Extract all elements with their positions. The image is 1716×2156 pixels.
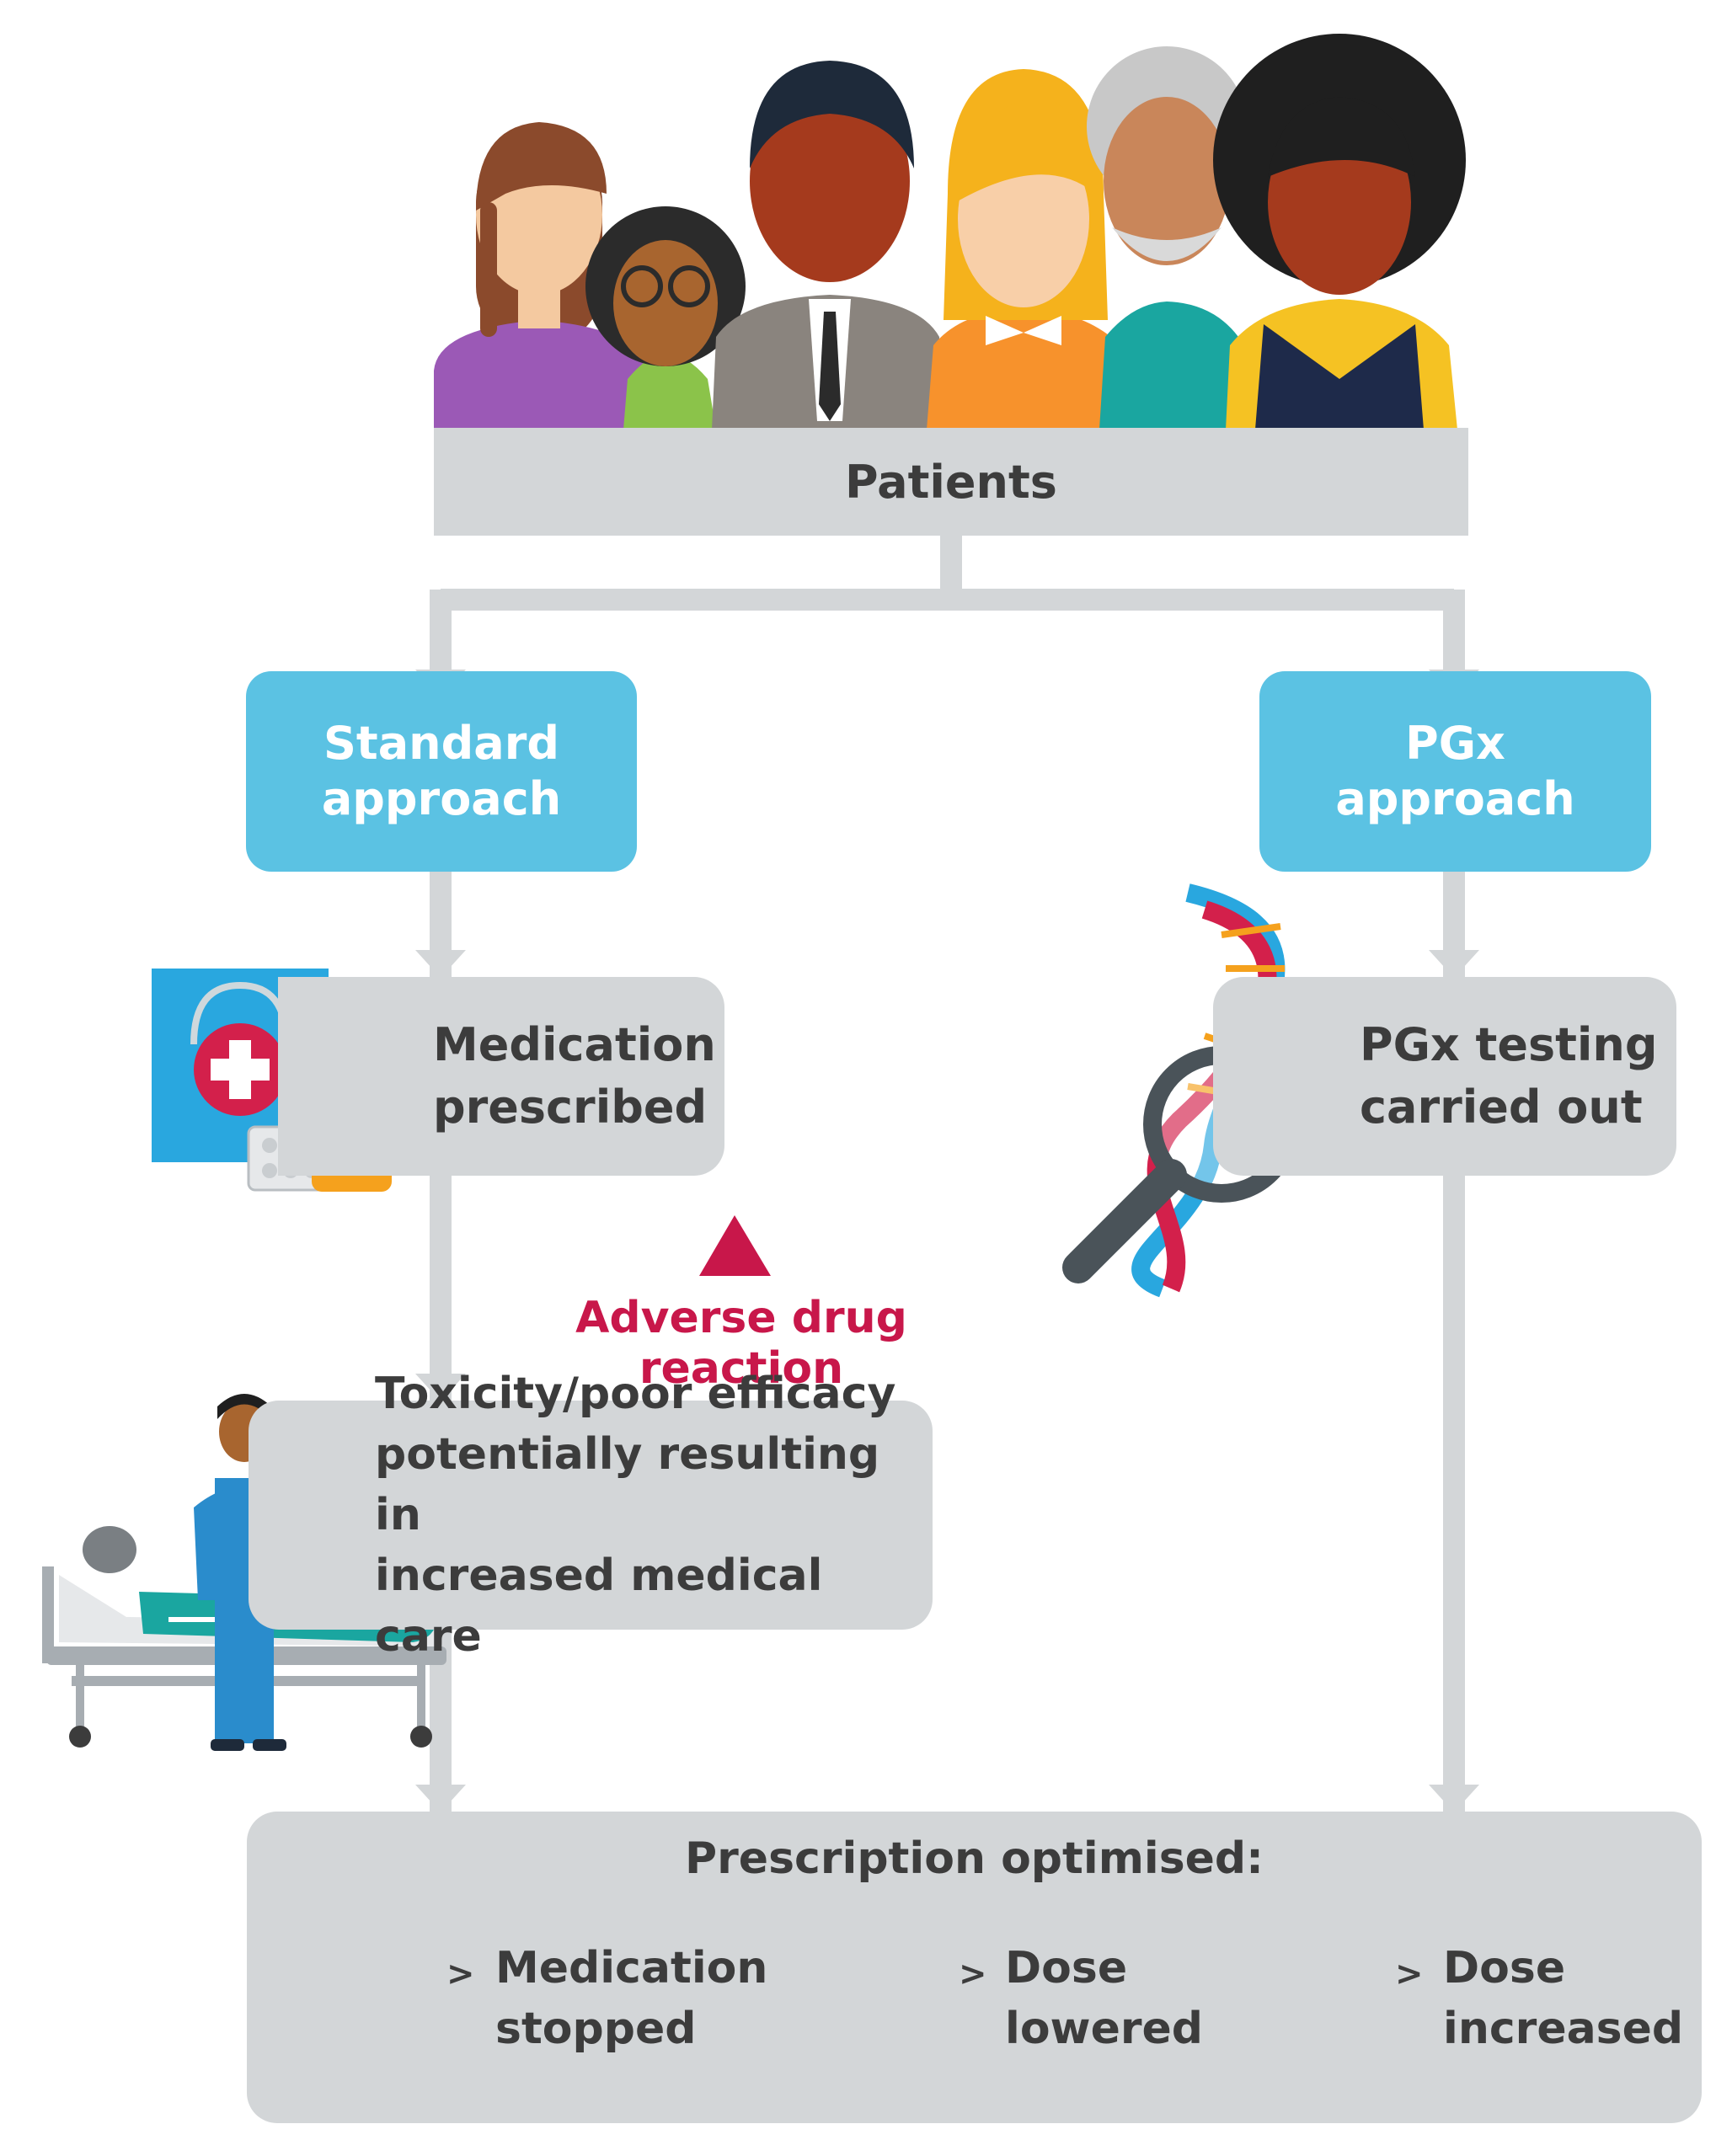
pgx-approach-line-2: approach bbox=[1335, 772, 1575, 825]
outcome-increased-line-1: Dose bbox=[1443, 1943, 1566, 1993]
outcome-dose-increased: Dose increased bbox=[1443, 1938, 1683, 2059]
pgx-testing-line-2: carried out bbox=[1360, 1081, 1643, 1134]
prescription-optimised-box: Prescription optimised: > Medication sto… bbox=[247, 1812, 1702, 2123]
outcome-increased-line-2: increased bbox=[1443, 2004, 1684, 2054]
patients-box: Patients bbox=[434, 428, 1468, 536]
pgx-approach-line-1: PGx bbox=[1405, 717, 1505, 770]
medication-prescribed-box: Medication prescribed bbox=[278, 977, 724, 1176]
toxicity-line-3: increased medical care bbox=[375, 1550, 823, 1662]
connector-lines bbox=[430, 536, 1465, 1812]
pgx-testing-box: PGx testing carried out bbox=[1213, 977, 1676, 1176]
medication-prescribed-line-2: prescribed bbox=[433, 1081, 708, 1134]
outcome-medication-stopped: Medication stopped bbox=[495, 1938, 767, 2059]
pgx-approach-box: PGx approach bbox=[1259, 671, 1651, 872]
toxicity-line-1: Toxicity/poor efficacy bbox=[375, 1369, 896, 1419]
patients-label: Patients bbox=[845, 455, 1057, 509]
pgx-testing-line-1: PGx testing bbox=[1360, 1018, 1658, 1071]
warning-triangle-icon bbox=[699, 1215, 771, 1276]
outcome-stopped-arrow: > bbox=[446, 1955, 475, 1993]
outcome-lowered-line-2: lowered bbox=[1005, 2004, 1203, 2054]
outcome-lowered-arrow: > bbox=[959, 1955, 987, 1993]
standard-approach-line-1: Standard bbox=[323, 717, 559, 770]
people-group-icon bbox=[434, 34, 1466, 430]
outcome-increased-arrow: > bbox=[1395, 1955, 1424, 1993]
prescription-optimised-title: Prescription optimised: bbox=[685, 1833, 1264, 1884]
toxicity-line-2: potentially resulting in bbox=[375, 1429, 880, 1540]
toxicity-box: Toxicity/poor efficacy potentially resul… bbox=[249, 1369, 933, 1662]
standard-approach-line-2: approach bbox=[321, 772, 562, 825]
standard-approach-box: Standard approach bbox=[246, 671, 637, 872]
adverse-drug-reaction-label: Adverse drug reaction bbox=[575, 1293, 907, 1394]
outcome-stopped-line-1: Medication bbox=[495, 1943, 768, 1993]
outcome-lowered-line-1: Dose bbox=[1005, 1943, 1128, 1993]
outcome-stopped-line-2: stopped bbox=[495, 2004, 697, 2054]
medication-prescribed-line-1: Medication bbox=[433, 1018, 716, 1071]
outcome-dose-lowered: Dose lowered bbox=[1005, 1938, 1203, 2059]
